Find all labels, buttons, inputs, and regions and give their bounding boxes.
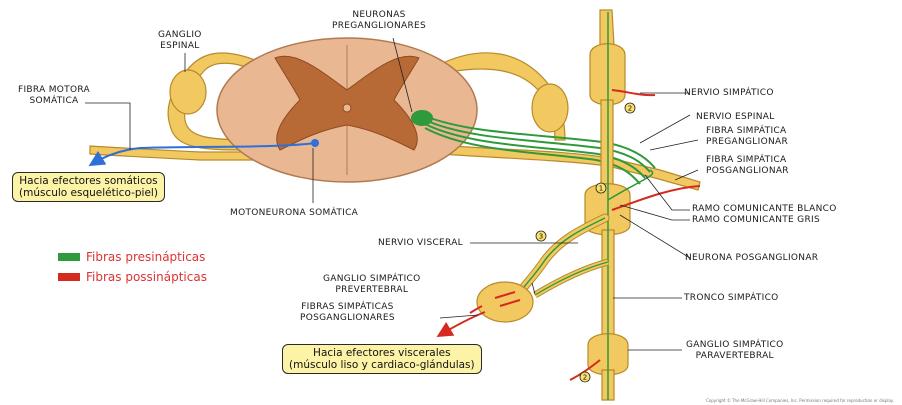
label-neurona-posganglionar: NEURONA POSGANGLIONAR — [685, 253, 818, 264]
label-nervio-espinal: NERVIO ESPINAL — [696, 112, 775, 123]
label-ramo-comunicante-blanco: RAMO COMUNICANTE BLANCO — [692, 204, 837, 215]
label-ganglio-simpatico-paravertebral: GANGLIO SIMPÁTICO PARAVERTEBRAL — [686, 340, 784, 362]
marker-2-upper-label: 2 — [628, 105, 632, 113]
legend-presinapticas-label: Fibras presinápticas — [86, 250, 205, 264]
label-tronco-simpatico: TRONCO SIMPÁTICO — [684, 293, 779, 304]
label-fibra-simpatica-preganglionar: FIBRA SIMPÁTICA PREGANGLIONAR — [706, 126, 788, 148]
red-swatch-icon — [58, 273, 80, 281]
right-ganglio-espinal — [532, 84, 568, 132]
label-ramo-comunicante-gris: RAMO COMUNICANTE GRIS — [692, 215, 820, 226]
right-spinal-nerve — [440, 53, 700, 190]
label-ganglio-espinal: GANGLIO ESPINAL — [158, 30, 202, 52]
prevertebral-ganglion — [477, 282, 533, 322]
green-swatch-icon — [58, 253, 80, 261]
label-fibra-motora-somatica: FIBRA MOTORA SOMÁTICA — [18, 85, 90, 107]
legend-presinapticas: Fibras presinápticas — [58, 250, 205, 264]
legend-possinapticas: Fibras possinápticas — [58, 270, 207, 284]
marker-1-label: 1 — [599, 185, 603, 193]
label-ganglio-simpatico-prevertebral: GANGLIO SIMPÁTICO PREVERTEBRAL — [323, 274, 421, 296]
marker-2-lower-label: 2 — [583, 374, 587, 382]
marker-3-label: 3 — [539, 233, 543, 241]
callout-efectores-viscerales: Hacia efectores viscerales (músculo liso… — [282, 344, 482, 374]
label-fibra-simpatica-posganglionar: FIBRA SIMPÁTICA POSGANGLIONAR — [706, 155, 789, 177]
label-nervio-simpatico: NERVIO SIMPÁTICO — [684, 88, 774, 99]
label-motoneurona-somatica: MOTONEURONA SOMÁTICA — [230, 208, 358, 219]
left-ganglio-espinal — [170, 70, 206, 114]
callout-efectores-somaticos: Hacia efectores somáticos (músculo esque… — [12, 172, 165, 202]
label-fibras-simpaticas-posganglionares: FIBRAS SIMPÁTICAS POSGANGLIONARES — [300, 302, 395, 324]
visceral-postganglionic-fibers — [440, 306, 485, 335]
label-neuronas-preganglionares: NEURONAS PREGANGLIONARES — [332, 10, 426, 32]
trunk-postganglionic-fibers — [570, 90, 700, 380]
copyright-notice: Copyright © The McGraw-Hill Companies, I… — [706, 398, 894, 403]
legend-possinapticas-label: Fibras possinápticas — [86, 270, 207, 284]
spinal-cord-section — [217, 38, 477, 182]
label-nervio-visceral: NERVIO VISCERAL — [378, 238, 463, 249]
